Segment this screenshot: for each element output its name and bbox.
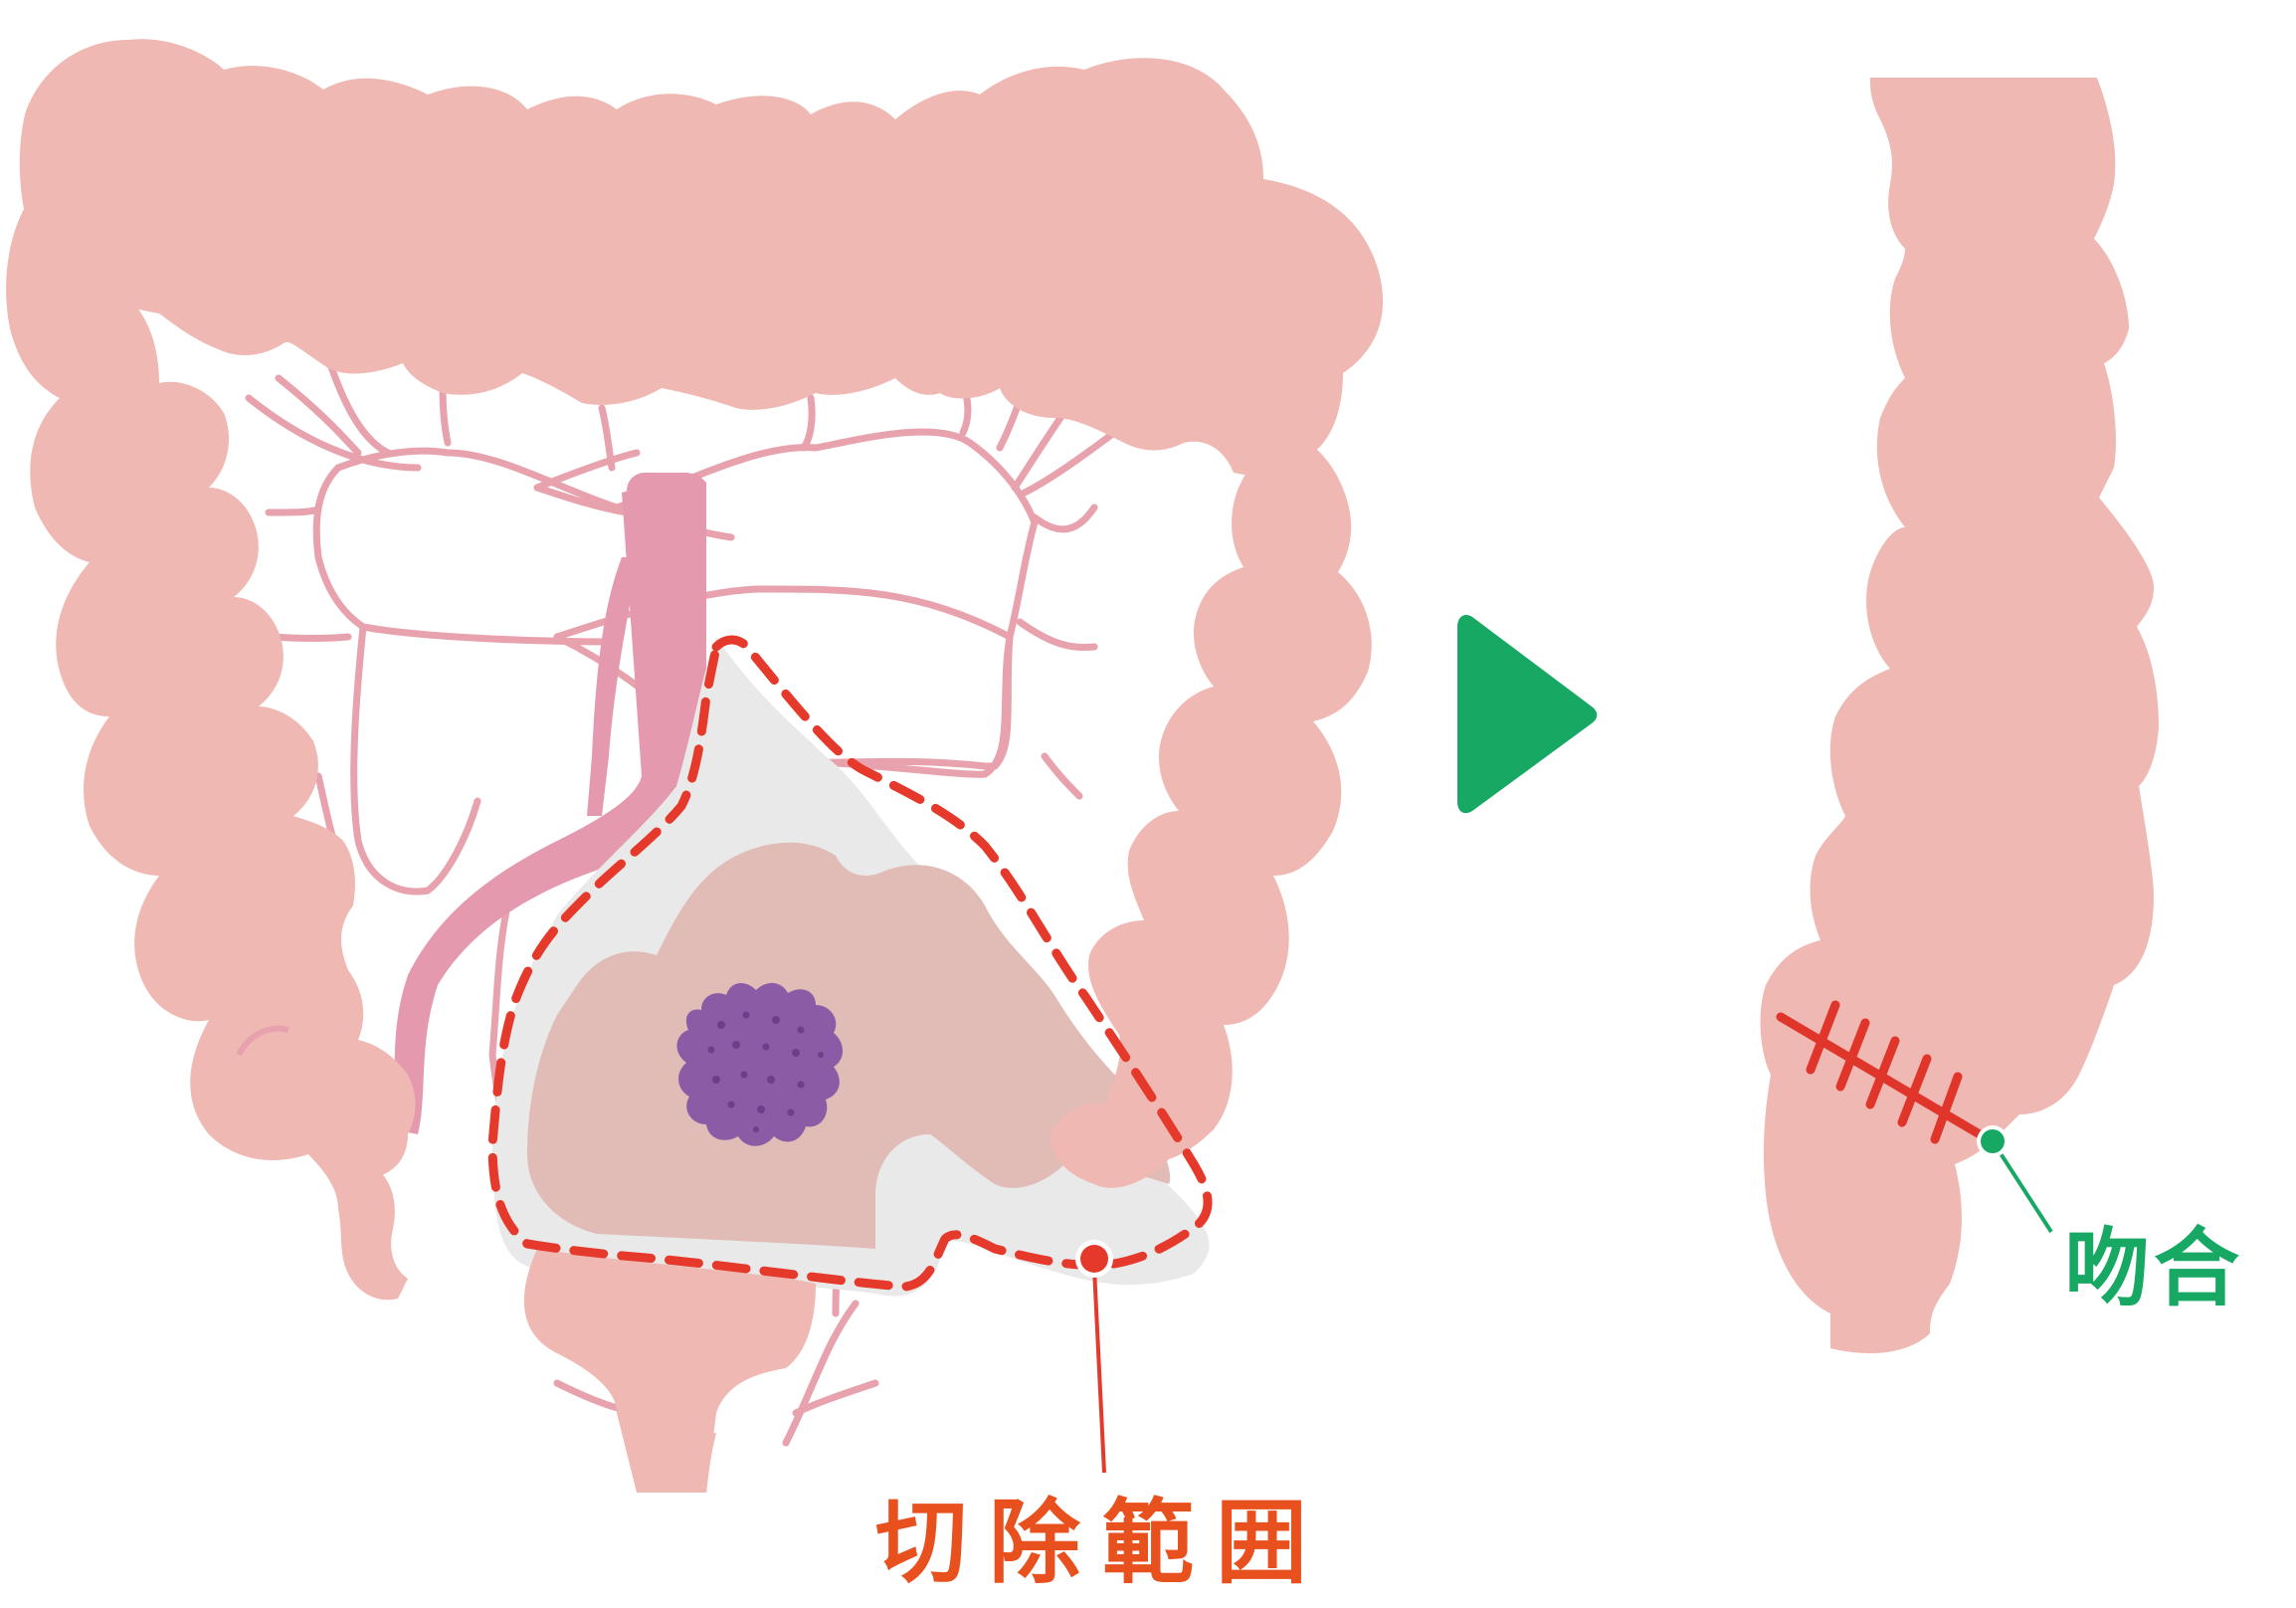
rectum [523, 1249, 816, 1493]
tumor [676, 982, 843, 1146]
anastomosis-label: 吻合 [2064, 1219, 2243, 1318]
resection-pointer [1075, 1240, 1113, 1474]
colon-frame [6, 39, 1384, 1301]
inferior-mesenteric-artery [393, 473, 706, 1134]
anastomosis-pointer [1977, 1125, 2053, 1234]
cecum-detail [236, 1025, 289, 1057]
suture-line [1776, 1000, 1985, 1144]
resection-range-label: 切除範囲 [875, 1490, 1330, 1596]
sigmoid-mass [527, 842, 1171, 1249]
colon-before-resection [6, 39, 1384, 1493]
colon-after-anastomosis [1760, 78, 2159, 1353]
right-triangle-arrow-icon [1457, 615, 1598, 814]
resection-boundary [487, 635, 1213, 1292]
